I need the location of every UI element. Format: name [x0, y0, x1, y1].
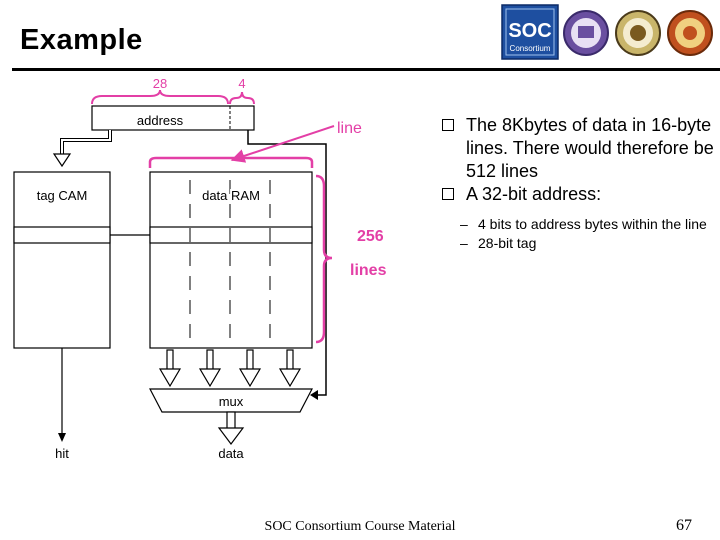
- dash-bullet-icon: –: [460, 235, 468, 251]
- dash-bullet-icon: –: [460, 216, 468, 232]
- address-to-cam-arrow: [52, 130, 112, 168]
- data-ram-block: [149, 171, 313, 349]
- checkbox-bullet-icon: [442, 119, 454, 131]
- soc-logo-text: SOC: [508, 20, 551, 42]
- line-pointer-arrow: [230, 125, 335, 163]
- sub-bullet-item: – 4 bits to address bytes within the lin…: [440, 216, 715, 233]
- tag-bits-brace: [91, 89, 229, 105]
- page-number: 67: [676, 517, 692, 534]
- bullet-item: A 32-bit address:: [440, 183, 715, 206]
- lines-count-label: 256: [357, 228, 384, 245]
- address-register: [91, 105, 255, 131]
- line-label: line: [337, 120, 362, 137]
- bullet-text: The 8Kbytes of data in 16-byte lines. Th…: [466, 115, 714, 181]
- data-ram-label: data RAM: [202, 188, 260, 203]
- mux-block: [149, 388, 313, 413]
- tag-cam-label: tag CAM: [37, 188, 88, 203]
- bullet-list: The 8Kbytes of data in 16-byte lines. Th…: [440, 114, 715, 252]
- mux-label: mux: [219, 394, 244, 409]
- offset-bits-label: 4: [238, 76, 245, 91]
- bullet-text: A 32-bit address:: [466, 184, 602, 204]
- hit-label: hit: [55, 446, 69, 461]
- address-label: address: [137, 113, 184, 128]
- tag-cam-block: [13, 171, 111, 349]
- offset-bits-brace: [229, 91, 255, 105]
- logo-graphics: SOC Consortium: [501, 4, 713, 60]
- sub-bullet-text: 4 bits to address bytes within the line: [478, 216, 707, 232]
- title-rule: [12, 68, 720, 71]
- consortium-logo-text: Consortium: [510, 44, 551, 53]
- hit-output-arrow: [58, 348, 66, 442]
- sub-bullet-text: 28-bit tag: [478, 235, 537, 251]
- university-seal-3: [667, 10, 713, 56]
- sub-bullet-item: – 28-bit tag: [440, 235, 715, 252]
- ram-output-arrows: [158, 349, 302, 388]
- university-seal-1: [563, 10, 609, 56]
- university-seal-2: [615, 10, 661, 56]
- soc-consortium-logo: SOC Consortium: [501, 4, 559, 60]
- logo-strip: SOC Consortium: [500, 3, 720, 63]
- footer-text: SOC Consortium Course Material: [264, 519, 456, 534]
- data-output-label: data: [218, 446, 244, 461]
- data-output-arrow: [217, 411, 245, 445]
- checkbox-bullet-icon: [442, 188, 454, 200]
- lines-label: lines: [350, 262, 387, 279]
- offset-feedback-line: [247, 130, 327, 400]
- cache-diagram: 28 4 address tag CAM: [0, 70, 440, 470]
- tag-bits-label: 28: [153, 76, 167, 91]
- cache-diagram-svg: 28 4 address tag CAM: [13, 76, 387, 461]
- slide-title: Example: [20, 24, 143, 56]
- bullet-item: The 8Kbytes of data in 16-byte lines. Th…: [440, 114, 715, 183]
